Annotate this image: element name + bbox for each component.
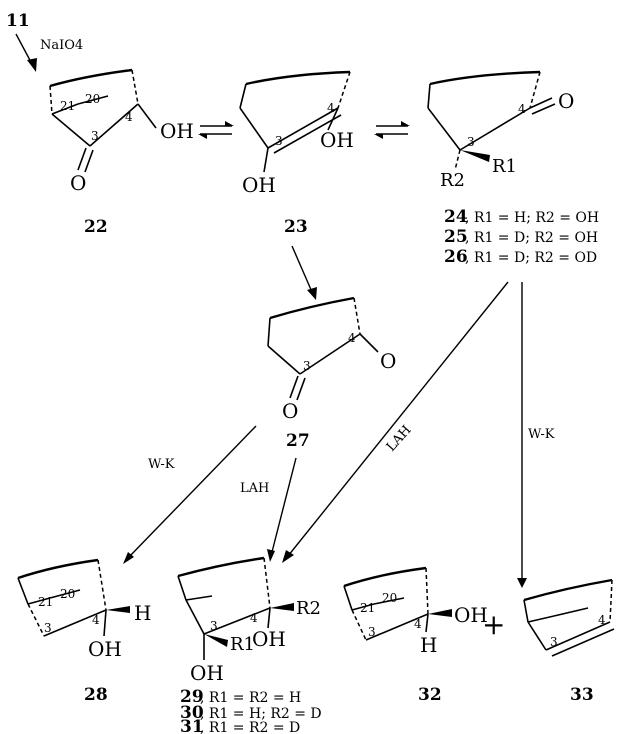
hydrogen-32: H	[420, 633, 437, 657]
arrow-27-to-28	[123, 425, 257, 564]
oh-3-23: OH	[242, 173, 276, 197]
pos-4-on-33: 4	[598, 613, 606, 627]
equilibrium-arrow-22-23	[198, 121, 234, 139]
r1-29: R1	[230, 634, 255, 655]
definition-30: , R1 = H; R2 = D	[200, 706, 322, 722]
definition-24: , R1 = H; R2 = OH	[465, 210, 599, 226]
pos-3-on-24: 3	[467, 135, 475, 149]
hydrogen-28: H	[134, 601, 151, 625]
pos-4-on-29: 4	[250, 611, 258, 625]
arrow-27-to-29	[267, 457, 297, 562]
pos-4-on-27: 4	[348, 331, 356, 345]
pos-21-on-28: 21	[38, 595, 53, 609]
pos-4-on-23: 4	[327, 101, 335, 115]
definitions-29-31: 29 , R1 = R2 = H 30 , R1 = H; R2 = D 31 …	[180, 687, 322, 734]
structure-23	[239, 70, 351, 173]
pos-3-on-29: 3	[210, 619, 218, 633]
r1-24: R1	[492, 156, 517, 177]
pos-21-on-22: 21	[60, 99, 75, 113]
pos-20-on-32: 20	[382, 591, 397, 605]
oh-28: OH	[88, 637, 122, 661]
compound-label-26: 26	[444, 247, 468, 267]
compound-label-11: 11	[6, 11, 30, 31]
reagent-lah-27: LAH	[240, 481, 269, 496]
oh-32: OH	[454, 603, 488, 627]
reagent-wk-24: W-K	[528, 427, 555, 442]
pos-4-on-32: 4	[414, 617, 422, 631]
pos-3-on-27: 3	[303, 359, 311, 373]
equilibrium-arrow-23-24	[374, 121, 410, 139]
pos-3-on-23: 3	[275, 134, 283, 148]
pos-3-on-22: 3	[91, 129, 99, 143]
reagent-wk-27: W-K	[148, 457, 175, 472]
pos-4-on-24: 4	[518, 102, 526, 116]
pos-20-on-28: 20	[60, 587, 75, 601]
compound-label-32: 32	[418, 685, 442, 705]
arrow-24-to-29	[282, 281, 509, 563]
oxygen-24: O	[558, 89, 574, 113]
definition-31: , R1 = R2 = D	[200, 720, 300, 734]
structure-33	[523, 578, 615, 657]
pos-3-on-32: 3	[368, 625, 376, 639]
definition-26: , R1 = D; R2 = OD	[465, 250, 597, 266]
structure-22	[49, 68, 157, 173]
structure-28	[17, 558, 130, 637]
oh-4-23: OH	[320, 128, 354, 152]
definition-29: , R1 = R2 = H	[200, 690, 301, 706]
compound-label-22: 22	[84, 217, 108, 237]
compound-label-24: 24	[444, 207, 468, 227]
definition-25: , R1 = D; R2 = OH	[465, 230, 598, 246]
pos-21-on-32: 21	[360, 601, 375, 615]
compound-label-28: 28	[84, 685, 108, 705]
oh-4-29: OH	[252, 627, 286, 651]
compound-label-23: 23	[284, 217, 308, 237]
structure-29	[177, 556, 294, 660]
compound-label-33: 33	[570, 685, 594, 705]
r2-24: R2	[440, 170, 465, 191]
plus-sign: +	[482, 608, 505, 641]
definitions-24-26: 24 , R1 = H; R2 = OH 25 , R1 = D; R2 = O…	[444, 207, 599, 267]
pos-3-on-28: 3	[44, 621, 52, 635]
oxygen-3-27: O	[282, 399, 298, 423]
reagent-lah-24: LAH	[384, 423, 415, 455]
compound-label-31: 31	[180, 717, 204, 734]
r2-29: R2	[296, 598, 321, 619]
pos-20-on-22: 20	[85, 92, 100, 106]
compound-label-27: 27	[286, 431, 310, 451]
compound-label-25: 25	[444, 227, 468, 247]
oxygen-4-27: O	[380, 349, 396, 373]
compound-label-29: 29	[180, 687, 204, 707]
structure-24	[427, 70, 556, 171]
reagent-naio4: NaIO4	[40, 38, 83, 53]
structure-27	[267, 296, 379, 401]
structure-32	[343, 566, 452, 641]
pos-3-on-33: 3	[550, 635, 558, 649]
periodate-arrow	[15, 33, 37, 72]
arrow-23-to-27	[291, 245, 317, 300]
compound-label-30: 30	[180, 703, 204, 723]
pos-4-on-28: 4	[92, 613, 100, 627]
arrow-24-to-32-33	[517, 282, 527, 588]
pos-4-on-22: 4	[125, 110, 133, 124]
oh-3-29: OH	[190, 661, 224, 685]
oxygen-22: O	[70, 171, 86, 195]
oh-22: OH	[160, 119, 194, 143]
